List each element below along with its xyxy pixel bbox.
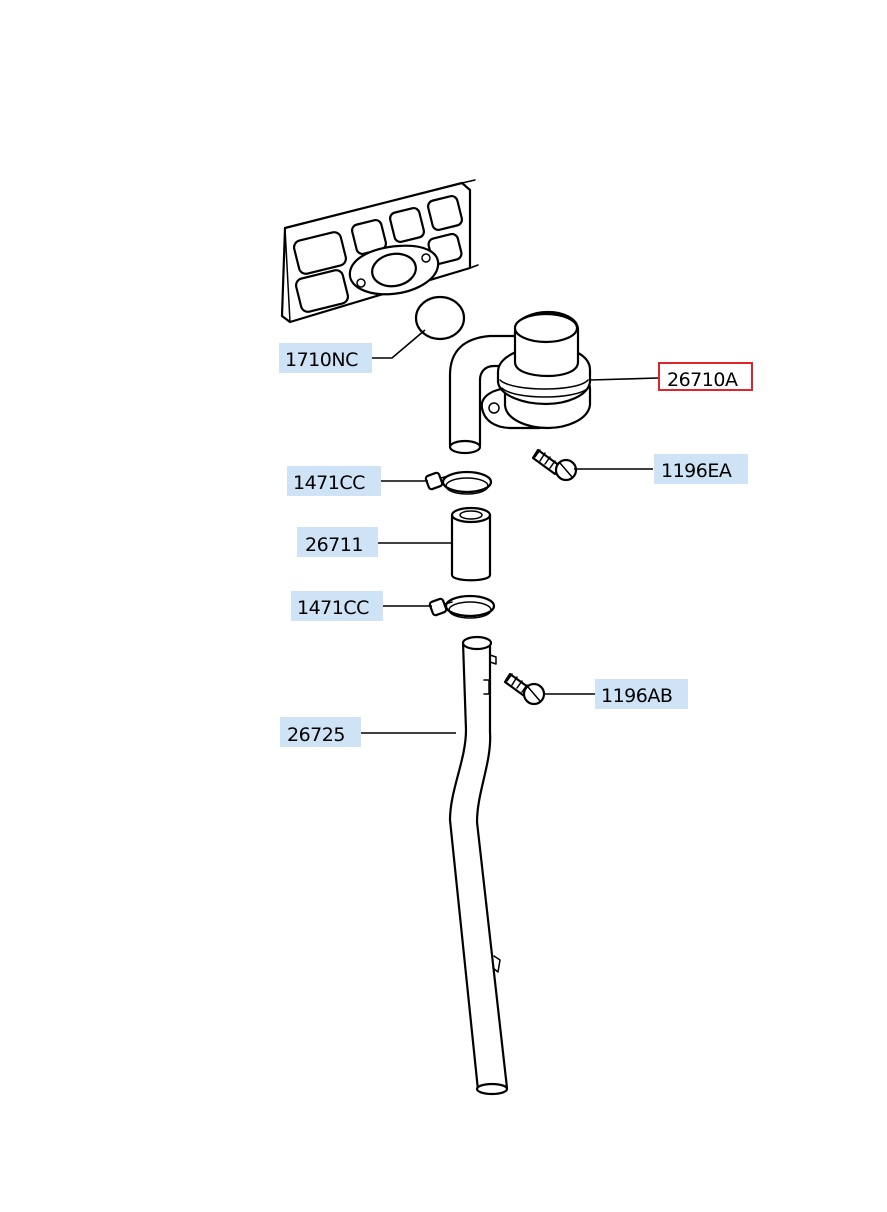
o-ring-drawing bbox=[414, 295, 466, 341]
callout-1471cc-lower[interactable]: 1471CC bbox=[291, 591, 383, 621]
leader-26710a bbox=[589, 377, 659, 381]
bolt-1196ea-drawing bbox=[531, 448, 578, 482]
leader-1710nc bbox=[372, 329, 426, 359]
callout-label: 1471CC bbox=[297, 597, 369, 619]
callout-label: 26711 bbox=[305, 534, 363, 556]
callout-26711[interactable]: 26711 bbox=[297, 527, 378, 557]
bolt-1196ab-drawing bbox=[503, 672, 546, 706]
callout-label: 26725 bbox=[287, 724, 345, 746]
callout-label: 1471CC bbox=[293, 472, 365, 494]
hose-26711-drawing bbox=[450, 506, 492, 582]
hose-clamp-lower-drawing bbox=[428, 594, 496, 619]
oil-pipe-26725-drawing bbox=[448, 635, 509, 1096]
callout-26725[interactable]: 26725 bbox=[280, 717, 361, 747]
leader-lines bbox=[361, 329, 659, 734]
callout-1710nc[interactable]: 1710NC bbox=[279, 343, 372, 373]
callout-label: 26710A bbox=[667, 369, 738, 391]
callout-1196ab[interactable]: 1196AB bbox=[595, 679, 688, 709]
engine-block-drawing bbox=[280, 179, 479, 324]
callout-label: 1710NC bbox=[285, 349, 358, 371]
callout-26710a[interactable]: 26710A bbox=[658, 362, 753, 391]
hose-clamp-upper-drawing bbox=[424, 470, 493, 495]
callout-label: 1196EA bbox=[661, 460, 732, 482]
oil-strainer-drawing bbox=[448, 310, 592, 455]
callout-1196ea[interactable]: 1196EA bbox=[654, 454, 748, 484]
callout-label: 1196AB bbox=[601, 685, 672, 707]
callout-1471cc-upper[interactable]: 1471CC bbox=[287, 466, 381, 496]
